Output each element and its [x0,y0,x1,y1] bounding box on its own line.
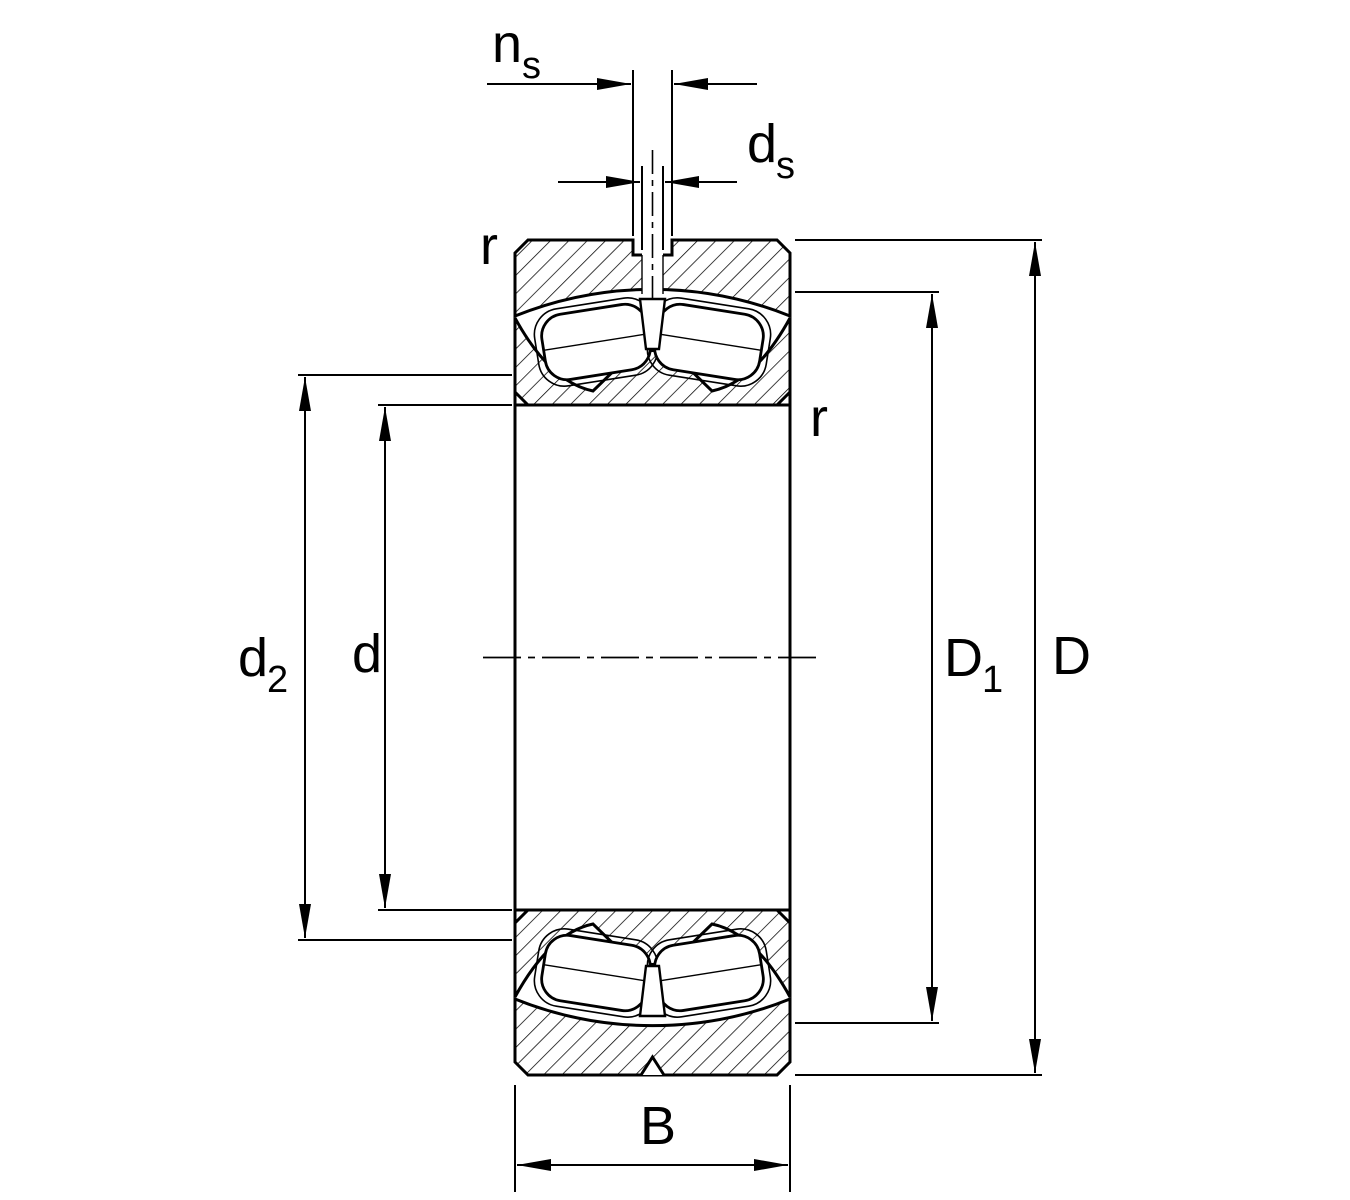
dimension-lines [299,78,1041,1171]
guide-ring-bottom [638,964,667,1018]
v-notch-fill [641,1057,664,1075]
label-d2-main: d [238,628,268,688]
extension-lines [298,70,1042,1192]
guide-ring-top [638,297,667,351]
v-notch [639,1054,666,1076]
label-D1-main: D [944,628,983,688]
roller-axis [656,964,762,982]
label-r-top-left: r [480,216,498,276]
label-ns-main: n [492,14,522,74]
label-d: d [352,624,382,684]
roller-axis [656,333,762,351]
roller-axis [543,964,649,982]
label-ds-sub: s [776,145,795,187]
label-D1-sub: 1 [982,659,1003,701]
dimension-labels: n s d s r r d 2 d D 1 D B [238,14,1091,1156]
roller-top-left [533,297,659,387]
label-r-right: r [810,388,828,448]
outer-ring-bottom [513,996,792,1077]
lube-hole [642,252,663,296]
label-B: B [640,1096,676,1156]
top-half-section [513,238,792,407]
roller-axis [543,333,649,351]
label-ds-main: d [747,114,777,174]
label-d2-sub: 2 [267,659,288,701]
label-D: D [1052,626,1091,686]
bottom-half-section [513,908,792,1077]
label-ns-sub: s [522,45,541,87]
